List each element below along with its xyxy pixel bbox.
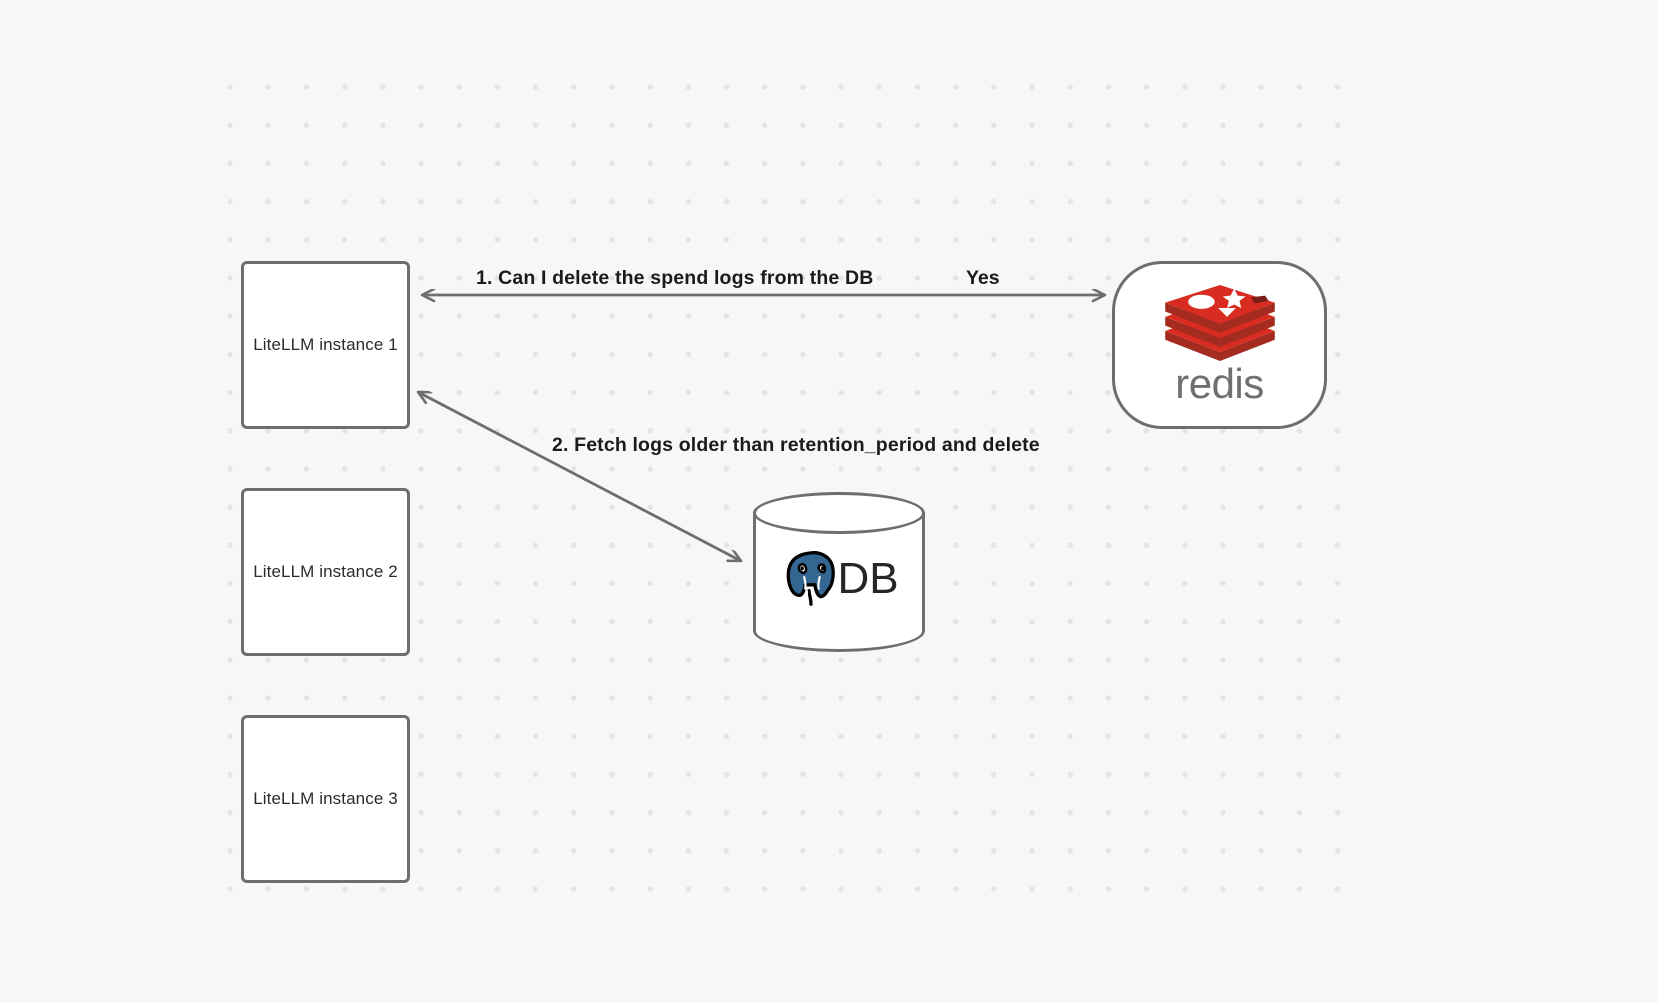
database-logo: DB xyxy=(753,548,925,610)
node-litellm-instance-2[interactable]: LiteLLM instance 2 xyxy=(241,488,410,656)
redis-wordmark: redis xyxy=(1175,360,1264,407)
cylinder-bottom-mask xyxy=(756,602,922,622)
edge-label-yes: Yes xyxy=(966,267,1000,289)
redis-stack-logo-icon xyxy=(1164,285,1275,361)
redis-logo: redis xyxy=(1161,285,1279,405)
postgresql-elephant-logo-icon xyxy=(787,551,836,606)
node-litellm-instance-1-label: LiteLLM instance 1 xyxy=(253,335,398,354)
node-database[interactable]: DB xyxy=(753,492,925,652)
edge-label-step-1: 1. Can I delete the spend logs from the … xyxy=(476,267,874,289)
edge-label-step-2: 2. Fetch logs older than retention_perio… xyxy=(552,434,1040,456)
node-redis[interactable]: redis xyxy=(1112,261,1327,429)
node-litellm-instance-3[interactable]: LiteLLM instance 3 xyxy=(241,715,410,883)
database-wordmark: DB xyxy=(837,554,899,603)
node-litellm-instance-1[interactable]: LiteLLM instance 1 xyxy=(241,261,410,429)
cylinder-top-ellipse xyxy=(753,492,925,534)
node-litellm-instance-3-label: LiteLLM instance 3 xyxy=(253,789,398,808)
node-litellm-instance-2-label: LiteLLM instance 2 xyxy=(253,562,398,581)
